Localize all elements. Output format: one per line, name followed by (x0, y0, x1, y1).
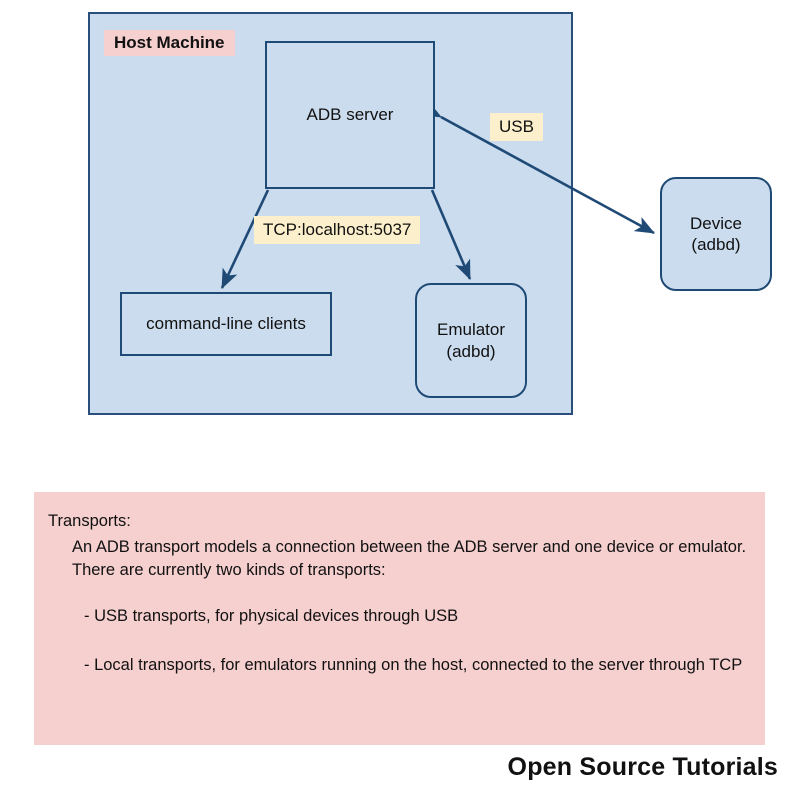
node-emulator[interactable]: Emulator (adbd) (415, 283, 527, 398)
node-device-label-line1: Device (690, 213, 742, 233)
node-device[interactable]: Device (adbd) (660, 177, 772, 291)
node-device-label: Device (adbd) (690, 213, 742, 256)
node-device-label-line2: (adbd) (691, 235, 741, 254)
edge-label-tcp-localhost: TCP:localhost:5037 (254, 216, 421, 244)
transports-note-body: An ADB transport models a connection bet… (72, 537, 747, 580)
node-emulator-label-line2: (adbd) (446, 341, 496, 361)
node-emulator-label: Emulator (adbd) (437, 319, 505, 362)
node-adb-server-label: ADB server (306, 105, 394, 125)
node-command-line-clients[interactable]: command-line clients (120, 292, 332, 356)
host-machine-label: Host Machine (104, 30, 235, 56)
transports-note-bullets: - USB transports, for physical devices t… (84, 605, 747, 678)
edge-label-usb: USB (490, 113, 543, 141)
transports-note-bullet: - Local transports, for emulators runnin… (84, 656, 743, 675)
transports-note-bullet: - USB transports, for physical devices t… (84, 606, 459, 625)
transports-note-panel: Transports: An ADB transport models a co… (34, 492, 765, 745)
node-command-line-clients-label: command-line clients (146, 314, 306, 334)
node-adb-server[interactable]: ADB server (265, 41, 435, 189)
node-emulator-label-line1: Emulator (436, 320, 506, 340)
transports-note-title: Transports: (48, 512, 131, 530)
footer-brand: Open Source Tutorials (507, 753, 778, 781)
